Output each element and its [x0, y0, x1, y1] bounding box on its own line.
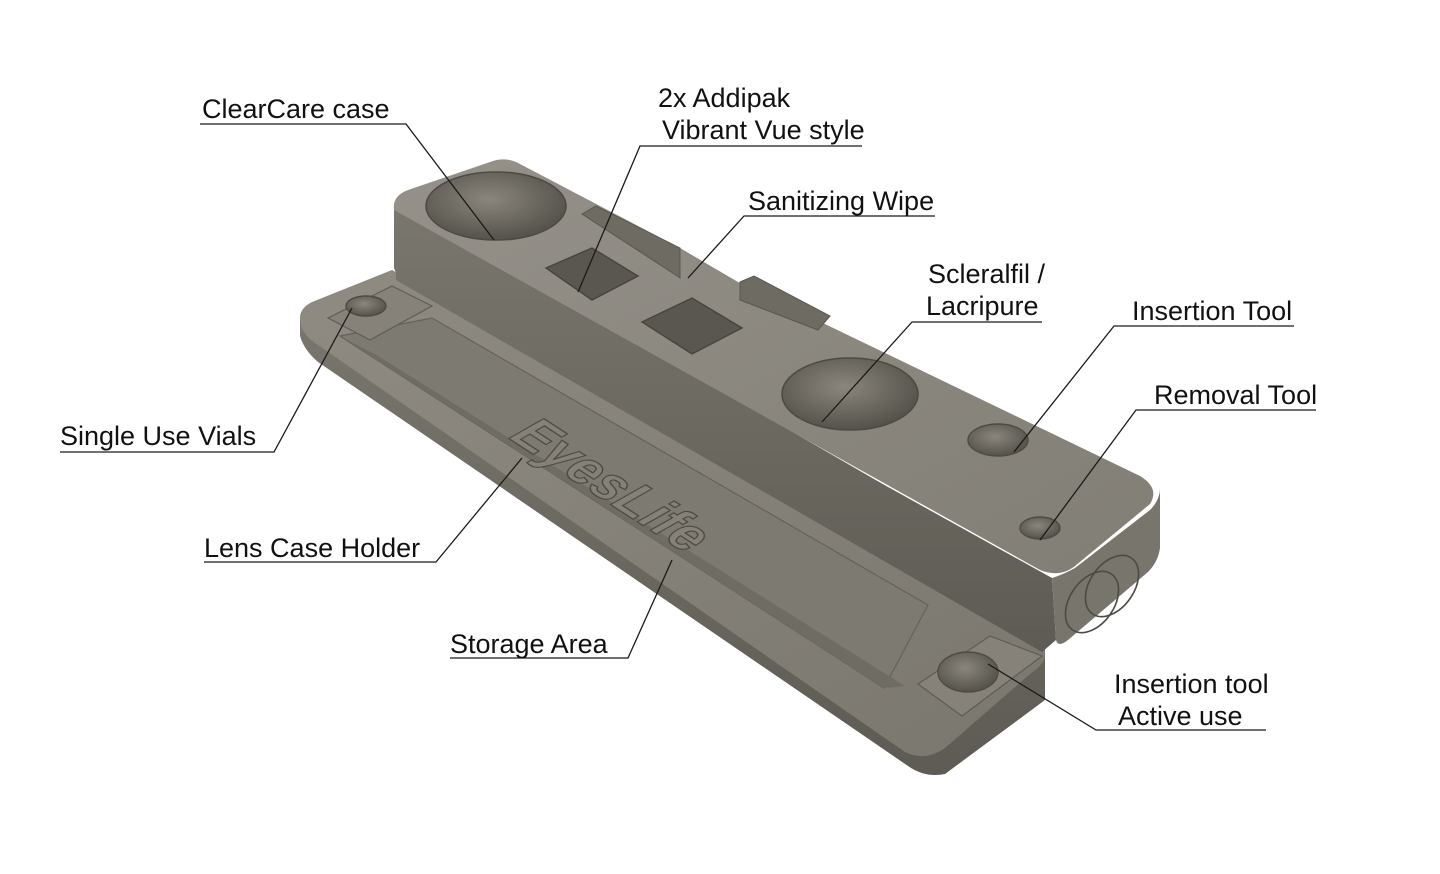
callout-removal-tool: Removal Tool: [1039, 380, 1317, 541]
wipe-slot-side: [739, 275, 831, 331]
callout-addipak: 2x Addipak Vibrant Vue style: [577, 83, 865, 293]
storage-area-inner-wall: [340, 336, 905, 688]
label-scleralfil-line1: Scleralfil /: [928, 259, 1046, 289]
label-active-use-line1: Insertion tool: [1114, 669, 1269, 699]
label-addipak-line1: 2x Addipak: [658, 83, 791, 113]
clearcare-pocket: [425, 171, 567, 241]
label-lens-case-holder: Lens Case Holder: [204, 533, 420, 563]
callout-lens-case-holder: Lens Case Holder: [204, 457, 523, 563]
block-end-face: [1052, 488, 1160, 644]
label-single-use-vials: Single Use Vials: [60, 421, 256, 451]
callout-scleralfil: Scleralfil / Lacripure: [821, 259, 1046, 423]
active-tool-hole: [937, 651, 999, 693]
label-sanitizing-wipe: Sanitizing Wipe: [748, 186, 934, 216]
organizer-model: EyesLife: [300, 159, 1160, 775]
label-removal-tool: Removal Tool: [1154, 380, 1317, 410]
callout-active-use: Insertion tool Active use: [987, 663, 1269, 731]
label-scleralfil-line2: Lacripure: [926, 291, 1039, 321]
scleralfil-pocket: [781, 357, 919, 431]
callout-sanitizing-wipe: Sanitizing Wipe: [687, 186, 935, 279]
interlocked-rings-icon: [1064, 554, 1140, 634]
block-front-wall: [396, 214, 1056, 652]
callout-storage-area: Storage Area: [450, 559, 673, 659]
label-active-use-line2: Active use: [1118, 701, 1243, 731]
label-clearcare-case: ClearCare case: [202, 94, 390, 124]
label-insertion-tool: Insertion Tool: [1132, 296, 1292, 326]
storage-area-floor: [338, 317, 929, 689]
insertion-tool-hole: [967, 423, 1029, 457]
callout-single-use-vials: Single Use Vials: [60, 307, 353, 453]
addipak-pocket-2: [640, 297, 744, 355]
label-addipak-line2: Vibrant Vue style: [662, 115, 865, 145]
callout-insertion-tool: Insertion Tool: [1013, 296, 1294, 453]
callout-clearcare-case: ClearCare case: [200, 94, 495, 241]
single-use-vial-hole: [345, 295, 387, 317]
addipak-pocket-1: [544, 247, 640, 301]
label-storage-area: Storage Area: [450, 629, 609, 659]
